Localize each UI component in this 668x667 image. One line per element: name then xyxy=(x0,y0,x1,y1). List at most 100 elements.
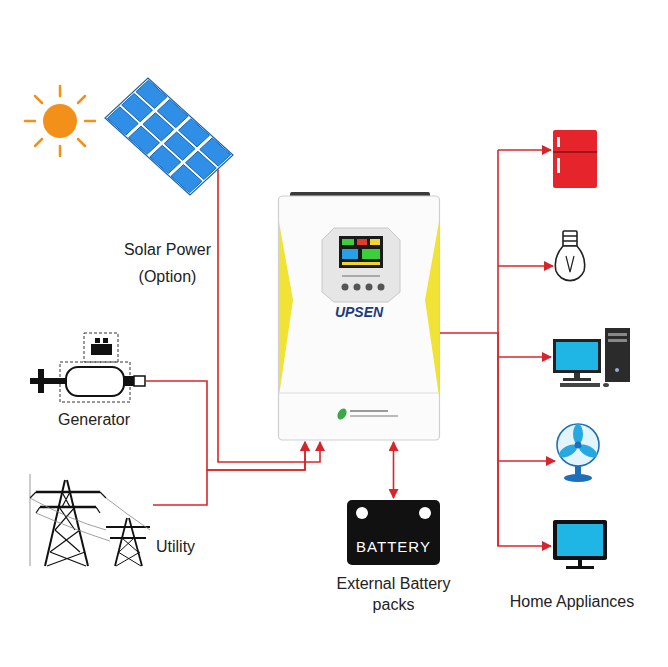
pc-drive xyxy=(608,333,627,336)
generator-top-block xyxy=(91,344,112,355)
branch-arrow xyxy=(498,149,551,151)
solar-source: Solar Power (Option) xyxy=(105,78,240,195)
leaf-logo xyxy=(336,407,349,421)
fan-guard xyxy=(557,424,599,466)
inverter-side-trim xyxy=(279,222,293,396)
appliance-group: Home Appliances xyxy=(553,520,607,572)
generator-plug xyxy=(124,376,134,386)
power-connector xyxy=(153,442,305,505)
brand-logo: UPSEN xyxy=(278,303,440,321)
pc-tower xyxy=(605,328,630,382)
monitor-screen xyxy=(556,342,598,370)
display-panel xyxy=(322,228,400,302)
lcd-segment xyxy=(342,262,380,265)
fan-blade xyxy=(573,424,583,444)
tv-base xyxy=(566,566,594,569)
utility-source: Utility xyxy=(28,478,153,568)
power-connector xyxy=(218,169,320,462)
inverter-divider xyxy=(280,393,438,394)
generator-shaft-cross xyxy=(38,369,44,393)
fan-base xyxy=(564,474,592,482)
panel-frame xyxy=(105,78,233,195)
fridge-handle xyxy=(557,158,560,173)
panel-cells xyxy=(107,80,230,193)
panel-cell xyxy=(179,119,210,147)
bulb-glass xyxy=(555,246,584,281)
fridge-body xyxy=(553,130,597,188)
utility-towers xyxy=(30,474,150,566)
sun-ray xyxy=(35,96,42,103)
monitor-frame xyxy=(553,339,601,373)
inverter-side-trim xyxy=(425,222,439,396)
battery-icon xyxy=(347,500,440,565)
tower-lattice xyxy=(116,538,141,566)
source-label: Utility xyxy=(156,537,216,557)
inverter-body xyxy=(279,196,440,440)
generator-body xyxy=(66,367,124,396)
generator-top-outline xyxy=(84,333,118,362)
tower-leg xyxy=(115,518,127,566)
inverter-unit: UPSEN xyxy=(278,195,440,440)
tower-lattice xyxy=(47,492,86,566)
tower-arm xyxy=(36,491,100,494)
battery-body xyxy=(347,500,440,565)
bulb-thread xyxy=(563,236,577,241)
monitor-base xyxy=(563,378,591,381)
source-label: Generator xyxy=(35,410,153,430)
solar-panel xyxy=(105,78,233,195)
led-row xyxy=(342,275,380,277)
sun-icon xyxy=(25,86,95,156)
computer-icon xyxy=(553,328,630,387)
generator-socket xyxy=(134,376,145,386)
tv-stand xyxy=(578,560,582,566)
generator-source: Generator xyxy=(28,333,146,407)
button xyxy=(342,284,349,291)
sun-ray xyxy=(25,120,35,123)
sun-ray xyxy=(78,96,85,103)
branch-arrow xyxy=(498,460,555,462)
tv-screen xyxy=(557,524,603,556)
power-connector xyxy=(393,442,395,498)
generator-cap xyxy=(95,338,100,343)
fine-print xyxy=(350,415,398,417)
fridge-handle xyxy=(557,137,560,147)
sun-ray xyxy=(85,120,95,123)
battery-pack: BATTERYExternal Battery packs xyxy=(347,500,440,565)
fridge-icon xyxy=(553,130,597,188)
lcd-segment xyxy=(342,249,358,259)
keyboard xyxy=(560,383,600,387)
generator-cap xyxy=(103,338,108,343)
tower-insulator xyxy=(30,492,106,513)
fine-print xyxy=(350,410,388,412)
bulb-base xyxy=(563,231,577,246)
inverter-icon xyxy=(279,192,440,440)
button xyxy=(378,284,385,291)
sun-ray xyxy=(59,86,62,96)
panel-cell xyxy=(157,99,188,127)
lcd-segment xyxy=(362,249,380,259)
button xyxy=(354,284,361,291)
fan-hub xyxy=(575,442,582,449)
tv-frame xyxy=(553,520,607,560)
panel-cell xyxy=(200,138,231,166)
lcd-segment xyxy=(370,239,380,245)
battery-label: BATTERY xyxy=(347,537,440,557)
sun-disc xyxy=(43,104,77,138)
branch-arrow xyxy=(498,356,551,358)
sun-ray xyxy=(35,139,42,146)
tower-arm xyxy=(110,537,146,539)
generator-outline xyxy=(60,362,130,402)
fan-icon xyxy=(557,424,599,482)
battery-terminal xyxy=(419,507,431,519)
pc-power xyxy=(615,368,619,372)
mouse xyxy=(603,383,609,387)
bulb-filament xyxy=(566,256,574,272)
panel-cell xyxy=(136,80,167,108)
fridge-door-line xyxy=(553,151,597,153)
source-label: Solar Power (Option) xyxy=(110,236,225,290)
power-connector xyxy=(146,381,305,470)
